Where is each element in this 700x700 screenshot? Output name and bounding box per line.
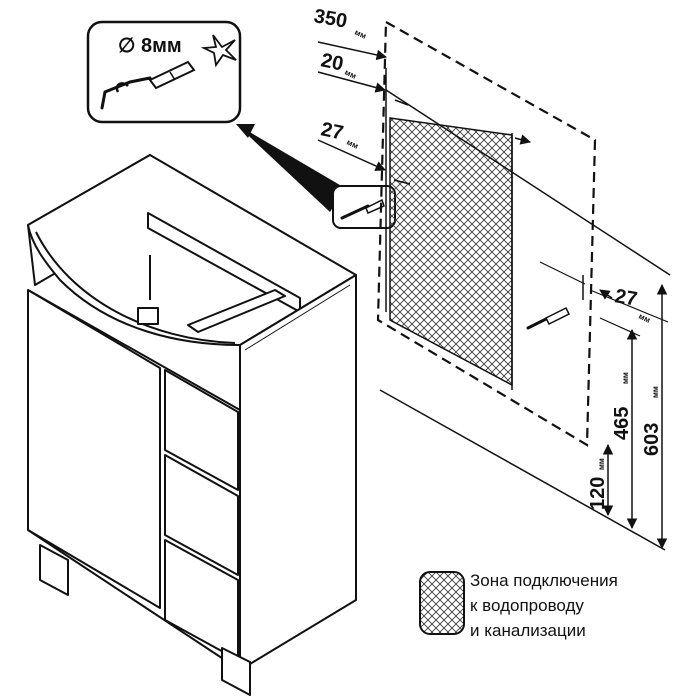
- dim-27-right: 27: [613, 285, 639, 311]
- cabinet-side-panel: [239, 274, 357, 671]
- dim-350: 350: [312, 5, 349, 32]
- dim-603: 603: [641, 423, 663, 456]
- dim-120: 120: [587, 477, 609, 510]
- dim-120-unit: мм: [597, 458, 606, 470]
- legend-line-2: к водопроводу: [470, 596, 584, 615]
- dim-27-left: 27: [319, 118, 345, 144]
- legend-line-3: и канализации: [470, 621, 586, 640]
- vanity-cabinet: [27, 154, 357, 696]
- wall-bolt: [526, 306, 571, 330]
- cabinet-door: [27, 289, 161, 609]
- cabinet-outline-dashed: [376, 20, 597, 447]
- dim-27-right-unit: мм: [637, 312, 652, 325]
- cabinet-leg-right: [221, 647, 251, 696]
- dim-350-unit: мм: [353, 28, 368, 41]
- dimension-labels: 350 мм 20 мм 27 мм 27 мм 603 мм 465 мм 1…: [312, 5, 663, 510]
- detail-pointer: [236, 124, 345, 212]
- wall-mount-detail: [332, 185, 396, 229]
- dim-27-left-unit: мм: [345, 138, 360, 151]
- legend: Зона подключения к водопроводу и канализ…: [419, 571, 618, 640]
- cabinet-leg-left: [39, 544, 69, 596]
- legend-hatch-swatch: [419, 571, 465, 635]
- legend-line-1: Зона подключения: [470, 571, 618, 590]
- wall-schematic: [317, 20, 671, 551]
- dim-603-unit: мм: [651, 386, 660, 398]
- drill-bit-icon: [200, 34, 237, 68]
- drill-detail-inset: ∅ 8мм: [86, 20, 242, 124]
- drill-diameter-label: ∅ 8мм: [118, 35, 182, 57]
- dim-20: 20: [319, 49, 345, 75]
- connection-zone: [389, 117, 513, 387]
- dim-465-unit: мм: [621, 372, 630, 384]
- dim-465: 465: [611, 407, 633, 440]
- drawer-top: [164, 369, 239, 491]
- drawer-middle: [164, 454, 239, 576]
